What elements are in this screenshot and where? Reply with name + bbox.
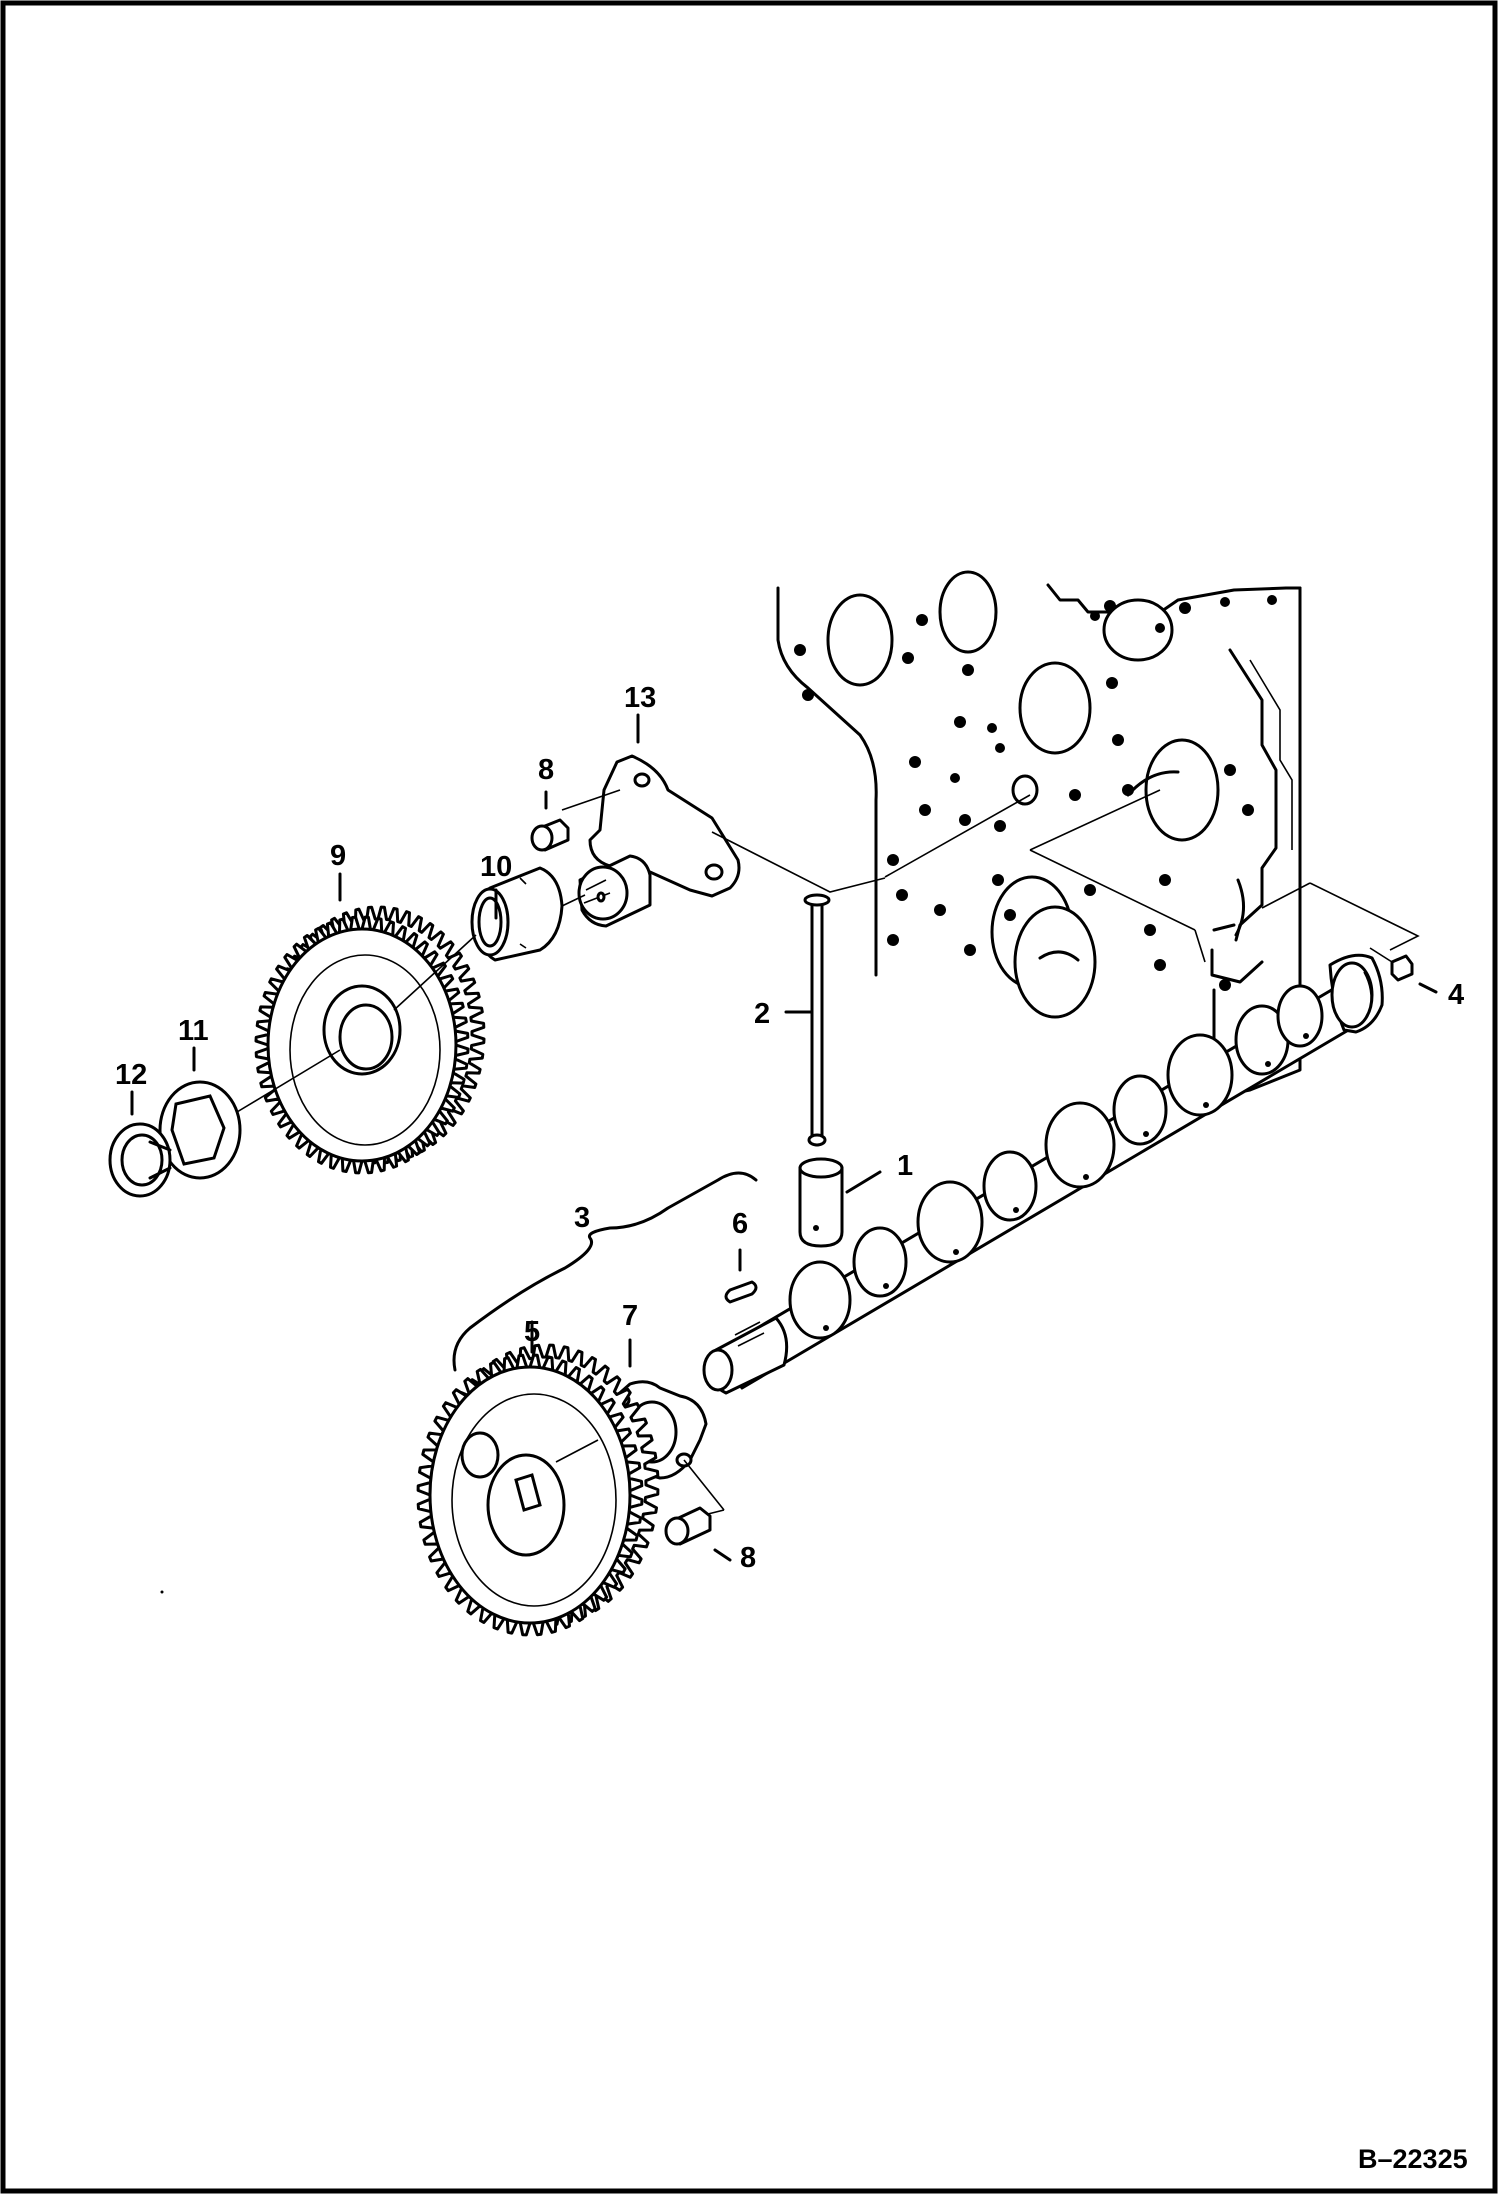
cam-lobe-oil-hole (953, 1249, 959, 1255)
cam-lobe (1112, 1074, 1168, 1146)
woodruff-key (724, 1280, 758, 1304)
leader-lines (130, 713, 1438, 1562)
cam-lobe-oil-hole (1143, 1131, 1149, 1137)
cam-lobe-oil-hole (823, 1325, 829, 1331)
callout-10: 10 (480, 851, 512, 883)
camshaft (702, 953, 1384, 1395)
bolt-lower (664, 1506, 712, 1546)
cam-lobe-oil-hole (883, 1283, 889, 1289)
callout-6: 6 (732, 1208, 748, 1240)
cam-lobes (788, 984, 1324, 1340)
callout-9: 9 (330, 840, 346, 872)
idler-gear (231, 905, 486, 1175)
cam-lobe-oil-hole (1013, 1207, 1019, 1213)
cam-lobe (982, 1150, 1038, 1222)
circlip (108, 1122, 172, 1198)
callout-2: 2 (754, 998, 770, 1030)
speck (160, 1590, 164, 1594)
tappet (798, 1157, 844, 1248)
push-rod (803, 893, 831, 1147)
callout-1: 1 (897, 1150, 913, 1182)
cam-lobe (1276, 984, 1324, 1048)
bolt-upper (530, 818, 570, 852)
cam-lobe (788, 1260, 852, 1340)
engine-block (776, 570, 1302, 1102)
plug (1261, 882, 1420, 982)
gear-shaft-support (561, 754, 886, 928)
camshaft-gear (416, 1343, 660, 1637)
callout-13: 13 (624, 682, 656, 714)
callout-12: 12 (115, 1059, 147, 1091)
callout-labels: 1 2 3 4 5 6 7 8 8 9 10 11 12 13 B–22325 (115, 682, 1468, 2174)
cam-lobe-oil-hole (1303, 1033, 1309, 1039)
cam-lobe-oil-hole (1265, 1061, 1271, 1067)
drawing-number: B–22325 (1358, 2144, 1468, 2174)
callout-11: 11 (178, 1015, 209, 1047)
cam-lobe (916, 1180, 984, 1264)
thrust-washer (158, 1080, 242, 1180)
callout-5: 5 (524, 1316, 540, 1348)
callout-4: 4 (1448, 979, 1464, 1011)
assembly-bracket (452, 1171, 758, 1372)
cam-lobe-oil-hole (1083, 1174, 1089, 1180)
callout-8-lower: 8 (740, 1542, 756, 1574)
cam-lobe (1044, 1101, 1116, 1189)
callout-8-upper: 8 (538, 754, 554, 786)
callout-7: 7 (622, 1300, 638, 1332)
callout-3: 3 (574, 1202, 590, 1234)
cam-lobe (852, 1226, 908, 1298)
cam-lobe (1166, 1033, 1234, 1117)
cam-lobe-oil-hole (1203, 1102, 1209, 1108)
